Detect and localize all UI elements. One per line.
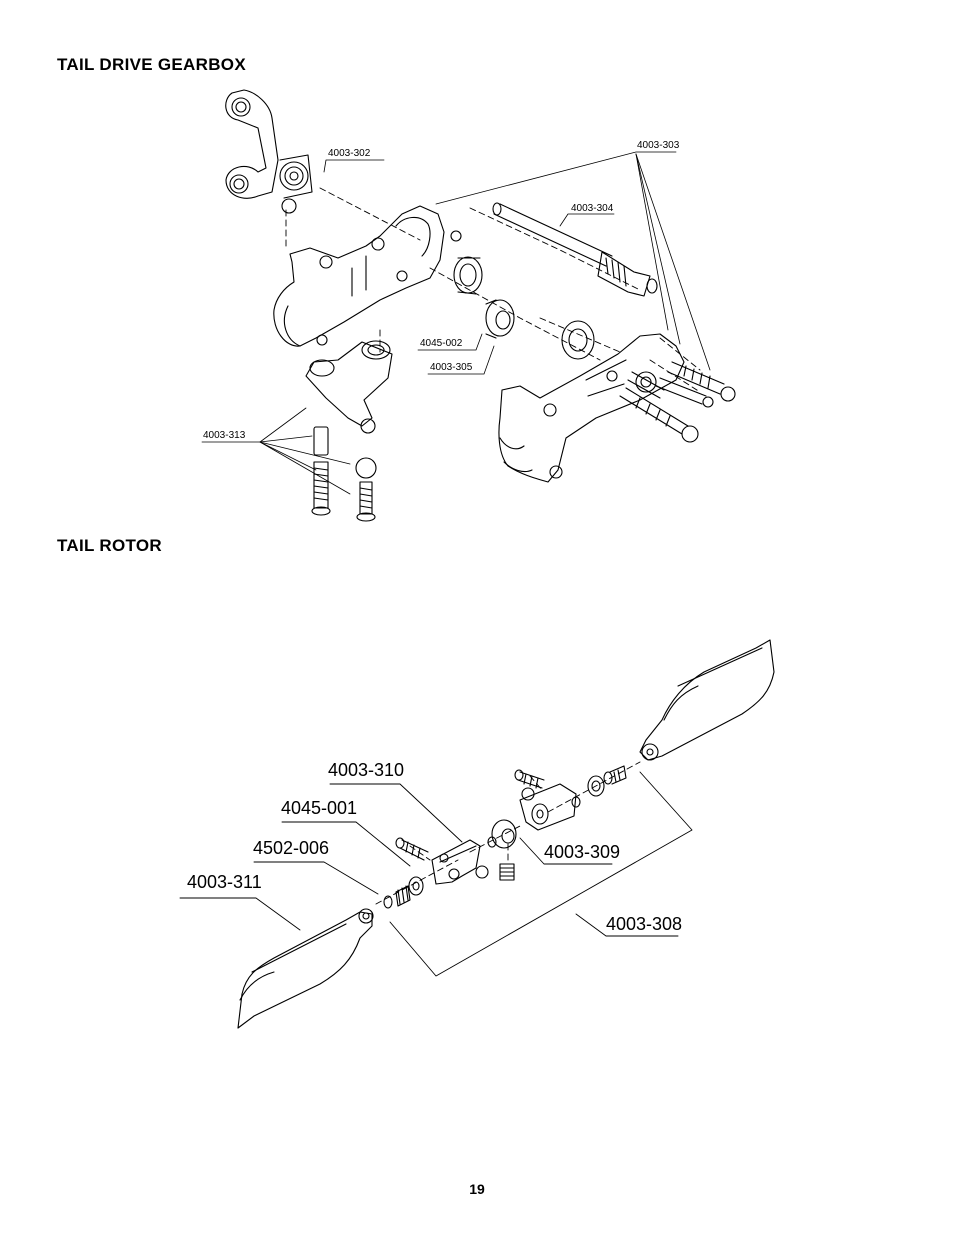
screw-set-left [311, 426, 377, 522]
screw-set-right [619, 361, 736, 443]
rotor-hub-left [383, 837, 489, 909]
tail-rotor-blade-left [237, 908, 374, 1029]
lever-arm-part [305, 340, 393, 434]
part-label-4045-002: 4045-002 [420, 338, 463, 349]
gearbox-leader-lines [201, 151, 711, 495]
gearbox-housing-left [273, 205, 462, 347]
tail-shaft [492, 202, 658, 297]
page-number: 19 [469, 1181, 485, 1197]
part-label-4003-311: 4003-311 [187, 872, 262, 892]
tail-rotor-blade-right [639, 639, 775, 761]
section-title-tail-rotor: TAIL ROTOR [57, 536, 162, 555]
rotor-hub-center [487, 819, 517, 881]
part-label-4003-308: 4003-308 [606, 914, 682, 934]
part-label-4003-304: 4003-304 [571, 203, 614, 214]
part-label-4502-006: 4502-006 [253, 838, 329, 858]
gearbox-housing-right [498, 333, 685, 483]
bearing-parts [453, 256, 595, 360]
assembly-guide-lines [285, 187, 701, 393]
part-label-4003-302: 4003-302 [328, 148, 371, 159]
part-label-4003-309: 4003-309 [544, 842, 620, 862]
rotor-hub-right [514, 765, 627, 831]
part-label-4003-305: 4003-305 [430, 362, 473, 373]
part-label-4045-001: 4045-001 [281, 798, 357, 818]
part-label-4003-310: 4003-310 [328, 760, 404, 780]
rotor-leader-lines [179, 771, 693, 977]
part-label-4003-303: 4003-303 [637, 140, 680, 151]
part-label-4003-313: 4003-313 [203, 430, 246, 441]
section-title-tail-drive-gearbox: TAIL DRIVE GEARBOX [57, 55, 246, 74]
bellcrank-part [225, 89, 313, 214]
